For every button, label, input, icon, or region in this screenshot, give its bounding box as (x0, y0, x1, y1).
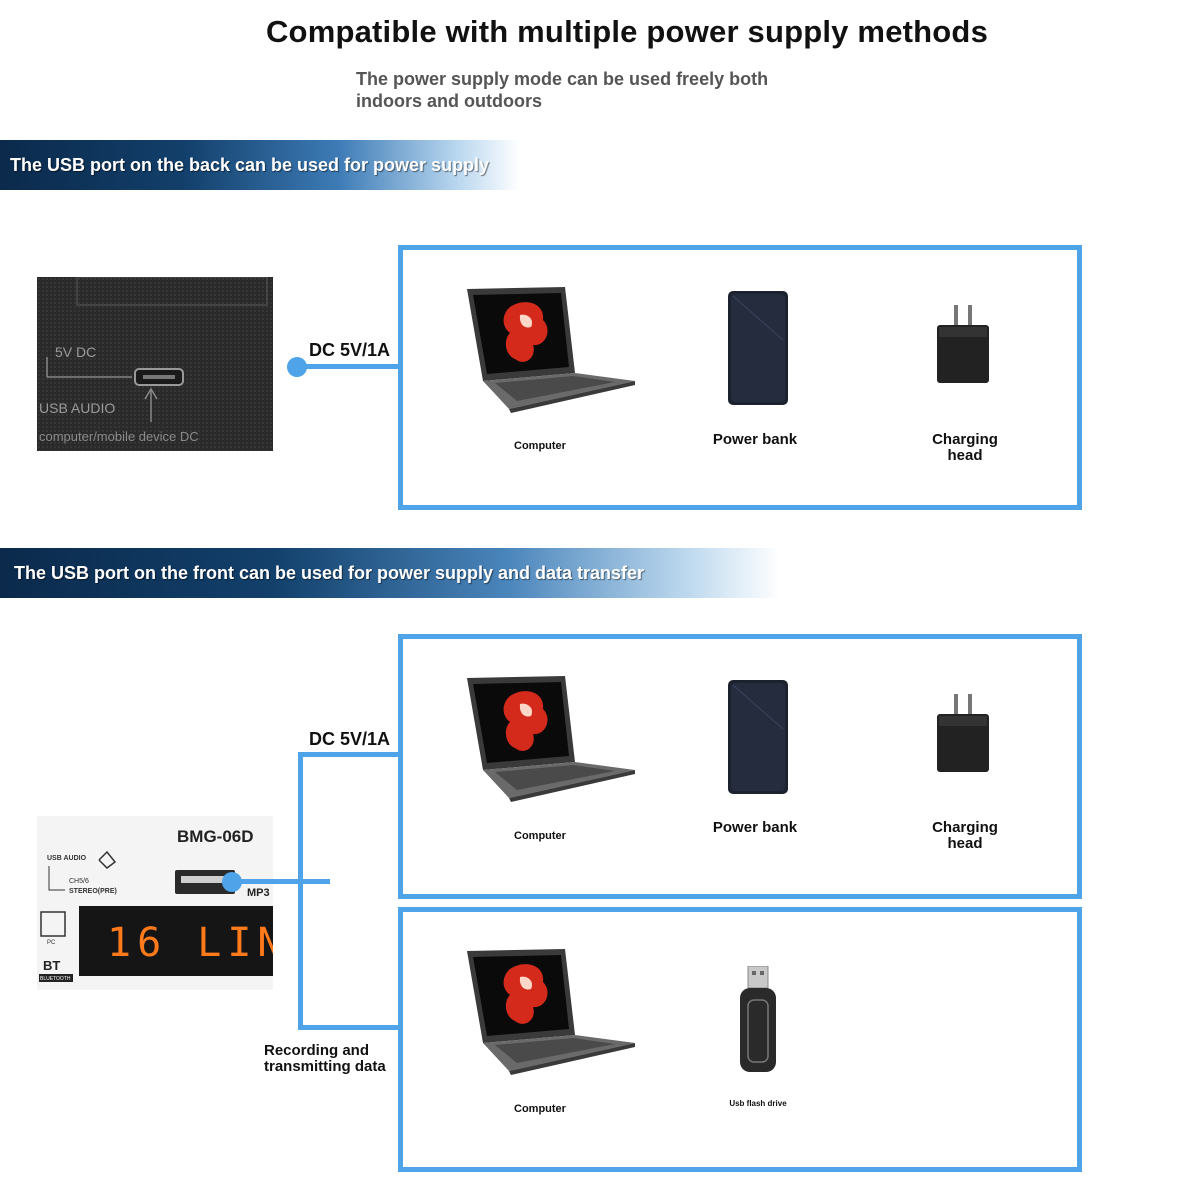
front-panel-photo: BMG-06D USB AUDIO CH5/6 STEREO(PRE) MP3 … (37, 816, 273, 990)
usb-flash-drive-icon (738, 965, 778, 1074)
connector-dot-back (287, 357, 307, 377)
panel-dc-text: 5V DC (55, 344, 96, 360)
connector-line-front-v (298, 752, 303, 1030)
back-panel-photo: 5V DC USB AUDIO computer/mobile device D… (37, 277, 273, 451)
device-label-computer: Computer (514, 1103, 566, 1115)
connector-line-back (300, 364, 400, 369)
charger-icon (935, 305, 991, 385)
dc-label-front: DC 5V/1A (309, 729, 391, 749)
laptop-icon (465, 947, 637, 1075)
svg-text:BT: BT (43, 958, 60, 973)
led-display (79, 906, 273, 976)
laptop-icon (465, 285, 637, 413)
page-subtitle: The power supply mode can be used freely… (356, 69, 769, 111)
connector-line-front-bottom (298, 1025, 400, 1030)
laptop-icon (465, 674, 637, 802)
dc-label-back: DC 5V/1A (309, 340, 391, 360)
device-label-power-bank: Power bank (712, 431, 798, 448)
device-label-power-bank: Power bank (712, 819, 798, 836)
connector-line-front-top (298, 752, 400, 757)
data-label: Recording and transmitting data (264, 1042, 386, 1075)
panel-note-text: computer/mobile device DC (39, 429, 199, 444)
device-label-usb-flash-drive: Usb flash drive (729, 1099, 787, 1108)
led-display-text: 16 LIN (107, 920, 273, 966)
device-label-charging-head: Charging head (932, 431, 998, 464)
section-banner-back: The USB port on the back can be used for… (0, 140, 520, 190)
power-bank-icon (727, 290, 789, 406)
device-label-charging-head: Charging head (932, 819, 998, 852)
page-title: Compatible with multiple power supply me… (265, 14, 989, 49)
svg-text:CH5/6: CH5/6 (69, 878, 89, 885)
svg-text:STEREO(PRE): STEREO(PRE) (69, 888, 117, 895)
connector-line-front-h (232, 879, 330, 884)
section-banner-front: The USB port on the front can be used fo… (0, 548, 780, 598)
panel-usb-audio-text: USB AUDIO (39, 400, 115, 416)
device-label-computer: Computer (514, 830, 566, 842)
svg-text:USB AUDIO: USB AUDIO (47, 855, 87, 862)
device-label-computer: Computer (514, 440, 566, 452)
model-name: BMG-06D (177, 827, 254, 846)
svg-text:BLUETOOTH: BLUETOOTH (40, 976, 71, 982)
svg-text:MP3: MP3 (247, 887, 270, 899)
svg-text:PC: PC (47, 940, 56, 946)
charger-icon (935, 694, 991, 774)
power-bank-icon (727, 679, 789, 795)
